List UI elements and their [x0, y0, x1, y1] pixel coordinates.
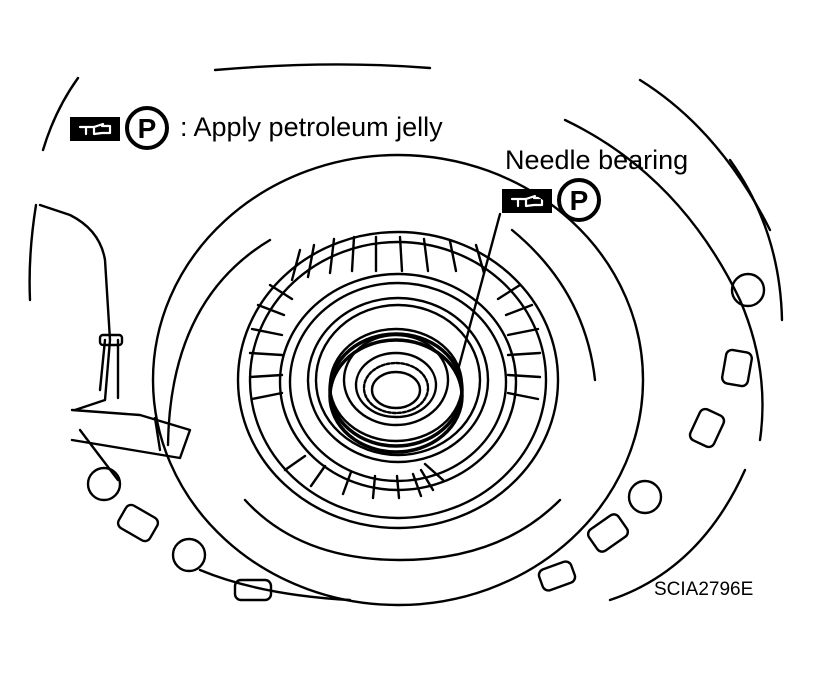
needle-bearing — [328, 327, 464, 454]
callout-petroleum-jelly-icon: P — [557, 178, 601, 222]
legend-grease-icon — [70, 117, 120, 141]
callout-grease-icon — [502, 189, 552, 213]
legend-text: : Apply petroleum jelly — [180, 112, 443, 142]
callout-leader-line — [456, 212, 502, 372]
spline-teeth — [248, 235, 542, 500]
legend-petroleum-jelly-icon: P — [125, 106, 169, 150]
needle-bearing-label: Needle bearing — [505, 145, 689, 175]
flange-bolt-holes — [86, 272, 766, 602]
clutch-drum — [151, 153, 645, 607]
figure-code: SCIA2796E — [654, 579, 754, 600]
svg-text:P: P — [570, 185, 589, 216]
left-bracket — [38, 203, 192, 460]
svg-text:P: P — [138, 113, 157, 144]
